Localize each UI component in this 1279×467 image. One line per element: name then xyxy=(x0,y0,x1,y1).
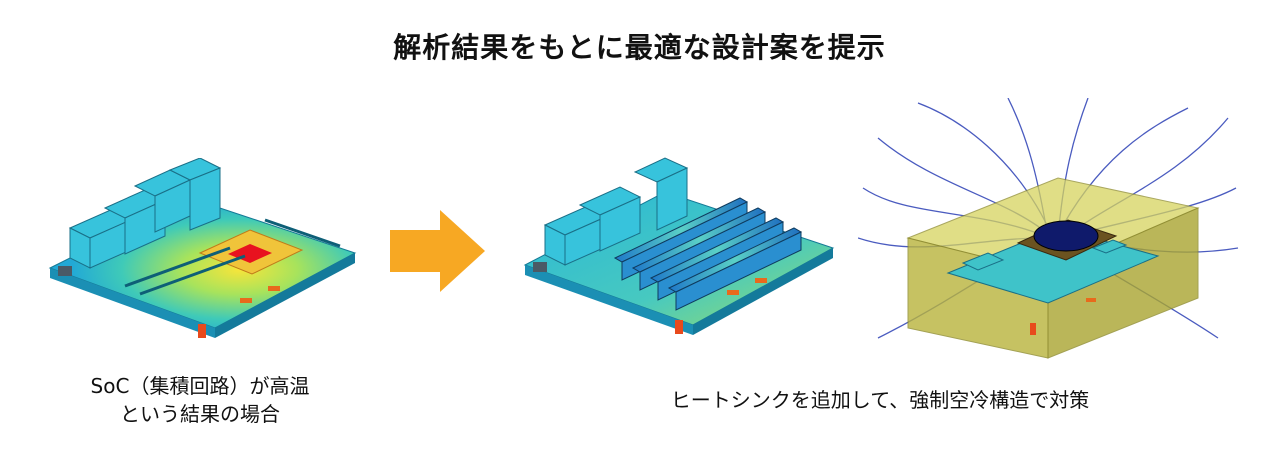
heatsink-fins xyxy=(613,197,803,311)
component-blocks xyxy=(68,158,222,269)
forced-air-cooling-figure xyxy=(858,98,1239,359)
caption-left: SoC（集積回路）が高温 という結果の場合 xyxy=(40,372,360,428)
small-parts xyxy=(533,262,767,334)
right-arrow-icon xyxy=(390,210,485,292)
board-heatsink-figure xyxy=(523,157,835,335)
connector-rails xyxy=(124,218,341,296)
board-hotspot-figure xyxy=(48,158,357,338)
page-title: 解析結果をもとに最適な設計案を提示 xyxy=(393,31,886,64)
component-blocks xyxy=(543,157,689,266)
board-edge-right xyxy=(693,248,833,335)
cooling-fan xyxy=(1033,220,1099,252)
board-edge-left xyxy=(525,265,693,335)
small-parts xyxy=(58,266,280,338)
board-edge-left xyxy=(50,268,215,338)
small-parts xyxy=(1030,298,1096,335)
caption-left-line2: という結果の場合 xyxy=(120,402,280,426)
caption-right: ヒートシンクを追加して、強制空冷構造で対策 xyxy=(670,388,1090,412)
board-edge-right xyxy=(215,253,355,338)
caption-left-line1: SoC（集積回路）が高温 xyxy=(90,374,310,398)
